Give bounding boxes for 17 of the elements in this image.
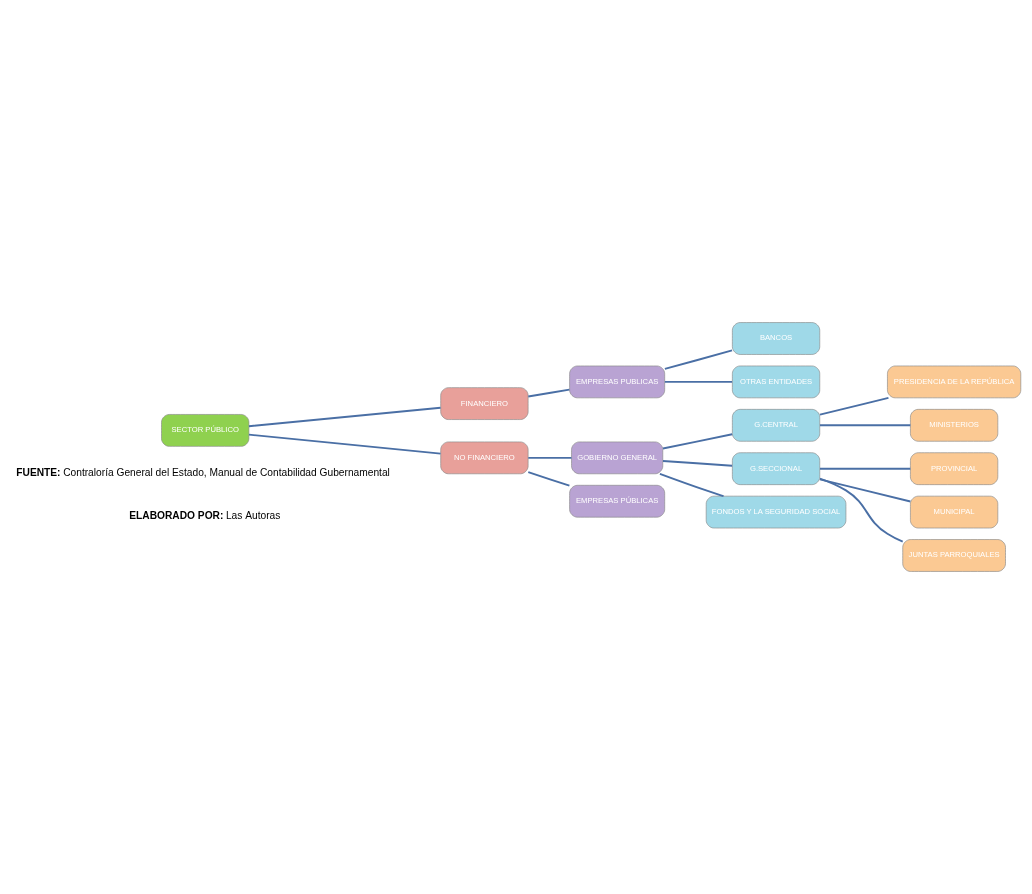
connector bbox=[662, 460, 734, 467]
connector bbox=[663, 349, 734, 370]
label: ELABORADO POR: Las Autoras bbox=[129, 509, 281, 521]
connector bbox=[662, 433, 734, 450]
connector bbox=[819, 467, 912, 470]
connector bbox=[527, 471, 571, 487]
connector bbox=[248, 406, 442, 428]
connector bbox=[527, 456, 573, 459]
connector bbox=[527, 388, 571, 398]
connector bbox=[819, 396, 890, 416]
connector bbox=[248, 433, 442, 455]
connector bbox=[663, 380, 734, 383]
connector bbox=[819, 478, 912, 503]
connector bbox=[818, 477, 904, 543]
label: FUENTE: Contraloría General del Estado, Manual de Contabilidad Gubernamental bbox=[16, 466, 390, 478]
connector bbox=[819, 424, 912, 427]
connector bbox=[658, 472, 725, 498]
